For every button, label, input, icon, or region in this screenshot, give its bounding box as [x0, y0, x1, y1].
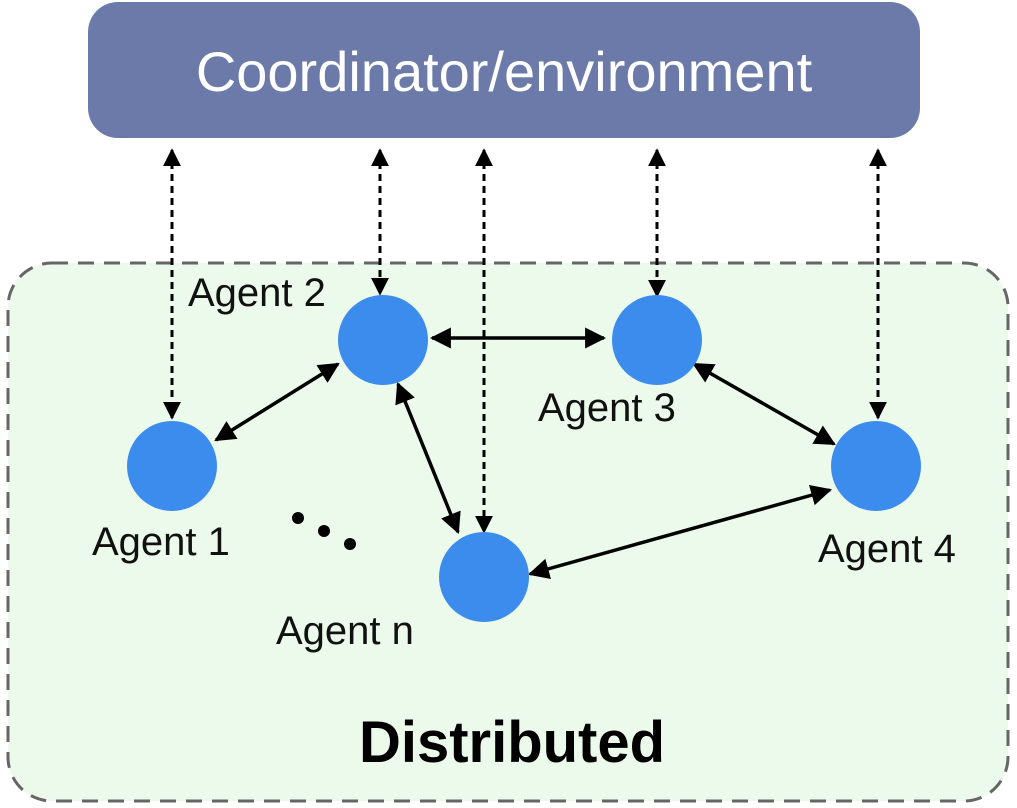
link-agent-3-agent-4 — [692, 362, 836, 446]
agent-n-label: Agent n — [276, 609, 414, 653]
agent-1-node — [127, 421, 217, 511]
agent-2-node — [338, 295, 428, 385]
agent-4-label: Agent 4 — [818, 527, 956, 571]
region-label: Distributed — [359, 710, 665, 775]
agent-1-label: Agent 1 — [92, 520, 230, 564]
agent-3-label: Agent 3 — [538, 386, 676, 430]
coordinator-label: Coordinator/environment — [196, 40, 813, 103]
agent-n-node — [439, 532, 529, 622]
coordinator-box — [88, 2, 920, 138]
link-agent-n-agent-4 — [527, 484, 833, 580]
agent-3-node — [612, 295, 702, 385]
agent-2-label: Agent 2 — [188, 271, 326, 315]
agent-4-node — [831, 421, 921, 511]
ellipsis-dots — [292, 512, 356, 550]
link-agent-1-agent-2 — [214, 362, 340, 442]
link-agent-2-agent-n — [395, 382, 461, 534]
